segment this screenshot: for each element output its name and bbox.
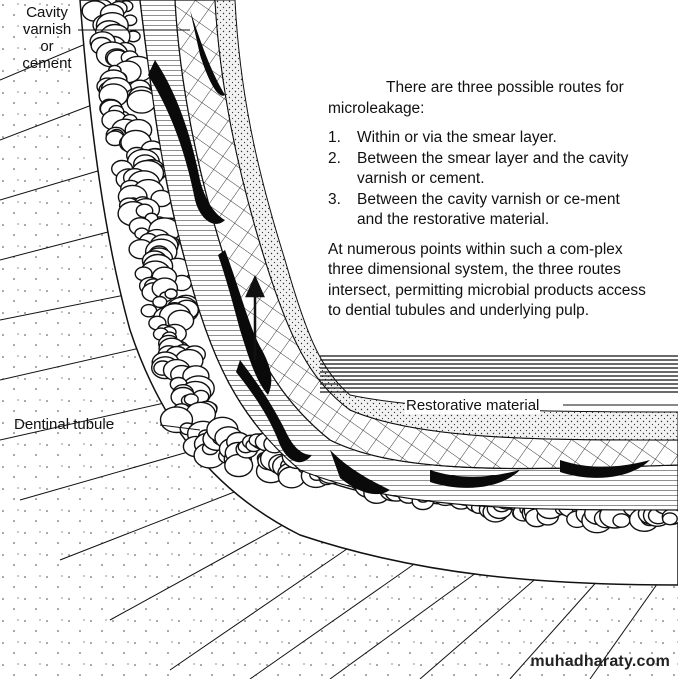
horizontal-rules bbox=[320, 355, 678, 393]
restorative-material-label: Restorative material bbox=[405, 397, 541, 414]
stippled-zone bbox=[214, 0, 678, 441]
cavity-label-line1: Cavity bbox=[26, 4, 68, 21]
dentinal-tubule-line bbox=[169, 539, 361, 671]
route-number: 2. bbox=[328, 149, 341, 167]
route-number: 3. bbox=[328, 190, 341, 208]
dentinal-tubule-line bbox=[0, 99, 106, 141]
route-item: 2. Between the smear layer and the cavity… bbox=[328, 149, 648, 190]
dentinal-tubule-line bbox=[589, 579, 661, 679]
cavity-label-line4: cement bbox=[22, 55, 72, 72]
intro-text: There are three possible routes for micr… bbox=[328, 79, 624, 117]
dentinal-tubule-line bbox=[59, 479, 266, 561]
route-text: Between the smear layer and the cavity v… bbox=[357, 149, 629, 188]
smear-particle bbox=[612, 513, 631, 528]
dentinal-tubule-line bbox=[419, 574, 541, 679]
smear-particle bbox=[164, 288, 178, 300]
routes-list: 1. Within or via the smear layer. 2. Betwe… bbox=[328, 128, 648, 231]
route-text: Between the cavity varnish or ce-ment an… bbox=[357, 190, 620, 229]
microleakage-text: There are three possible routes for micr… bbox=[328, 78, 648, 322]
route-text: Within or via the smear layer. bbox=[357, 129, 557, 146]
dentinal-tubule-line bbox=[329, 569, 481, 679]
leader-lines bbox=[78, 29, 678, 431]
dentinal-tubule-line bbox=[249, 559, 421, 679]
cavity-label-line3: or bbox=[40, 38, 54, 55]
dentinal-tubule-line bbox=[509, 577, 601, 679]
route-item: 3. Between the cavity varnish or ce-ment … bbox=[328, 190, 648, 231]
smear-particle bbox=[126, 89, 157, 114]
dentinal-tubule-label: Dentinal tubule bbox=[14, 416, 115, 433]
route-item: 1. Within or via the smear layer. bbox=[328, 128, 648, 149]
watermark: muhadharaty.com bbox=[530, 653, 670, 670]
route-arrows bbox=[245, 274, 265, 360]
dentinal-tubule-line bbox=[0, 39, 96, 81]
cavity-varnish-label: Cavity varnish or cement bbox=[12, 4, 82, 72]
smear-particle bbox=[661, 512, 678, 526]
smear-particle bbox=[152, 295, 168, 309]
route-number: 1. bbox=[328, 129, 341, 146]
leakage-channels bbox=[148, 10, 650, 495]
cavity-label-line2: varnish bbox=[22, 21, 72, 38]
dentinal-tubule-line bbox=[109, 509, 311, 621]
intersection-paragraph: At numerous points within such a com-ple… bbox=[328, 240, 646, 320]
